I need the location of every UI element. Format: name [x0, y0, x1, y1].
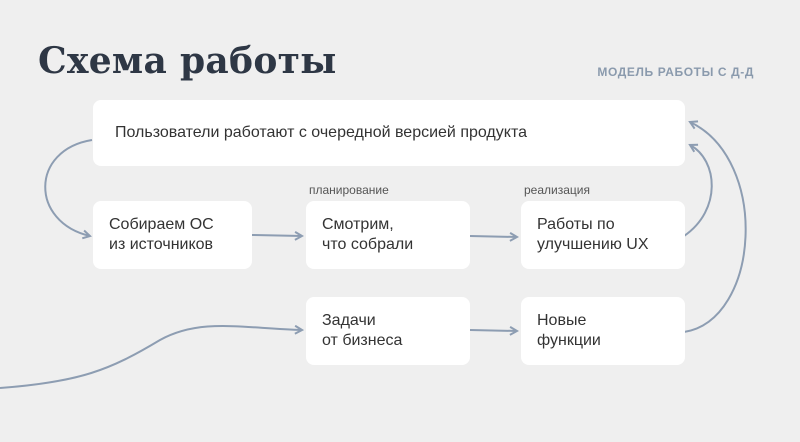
arrow-review-to-ux [469, 236, 517, 237]
box-collect-feedback: Собираем ОС из источников [93, 201, 252, 269]
box-new-features-label: Новые функции [537, 312, 601, 349]
stage-label-planning: планирование [309, 183, 389, 197]
box-users-current-version: Пользователи работают с очередной версие… [93, 100, 685, 166]
arrow-business-to-features [469, 330, 517, 331]
page-title: Схема работы [38, 40, 337, 82]
box-collect-feedback-label: Собираем ОС из источников [109, 216, 214, 253]
box-business-tasks: Задачи от бизнеса [306, 297, 470, 365]
box-review-collected-label: Смотрим, что собрали [322, 216, 414, 253]
arrow-collect-to-review [251, 235, 302, 236]
box-ux-improvements-label: Работы по улучшению UX [537, 216, 649, 253]
arrow-users-to-collect [44, 139, 93, 236]
box-ux-improvements: Работы по улучшению UX [521, 201, 685, 269]
arrow-features-to-users [683, 122, 747, 333]
page-subtitle: МОДЕЛЬ РАБОТЫ С Д-Д [597, 65, 754, 79]
box-business-tasks-label: Задачи от бизнеса [322, 312, 403, 349]
box-users-current-version-label: Пользователи работают с очередной версие… [115, 124, 527, 141]
arrow-ux-to-users [683, 145, 713, 237]
arrow-incoming-business [0, 326, 302, 389]
box-new-features: Новые функции [521, 297, 685, 365]
box-review-collected: Смотрим, что собрали [306, 201, 470, 269]
stage-label-implementation: реализация [524, 183, 590, 197]
